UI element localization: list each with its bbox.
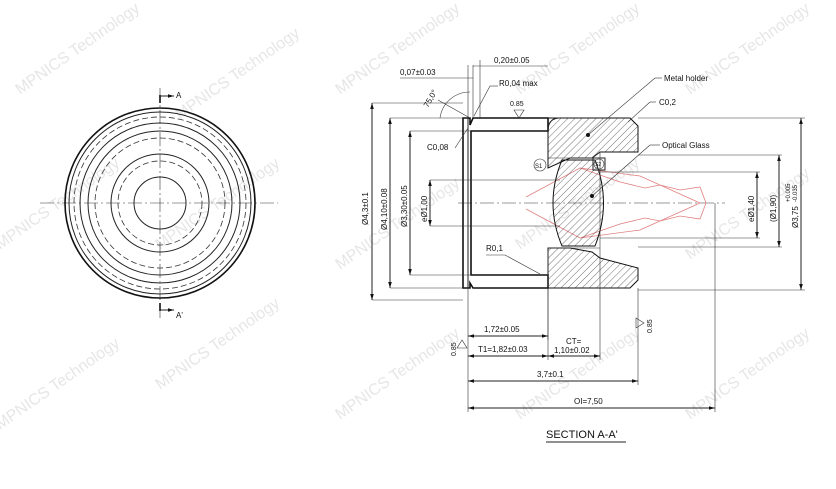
surface-s1-label: S1 [535, 164, 543, 170]
section-title: SECTION A-A' [546, 429, 618, 441]
label-metal-holder: Metal holder [664, 74, 708, 83]
dim-e140: eØ1,40 [747, 195, 756, 222]
dim-e100: eØ1,00 [420, 195, 429, 222]
label-c008: C0,08 [427, 143, 449, 152]
label-r004: R0,04 max [499, 79, 538, 88]
dim-d410: Ø4,10±0.08 [380, 188, 389, 230]
front-view: A A' [40, 88, 278, 320]
section-mark-bottom: A' [176, 311, 183, 320]
dim-37: 3,7±0.1 [537, 370, 564, 379]
ray-trace [525, 167, 707, 239]
dim-d43: Ø4,3±0.1 [361, 192, 370, 225]
dim-d330: Ø3,30±0.05 [400, 185, 409, 227]
dim-d375: Ø3,75 [791, 206, 800, 228]
roughness-symbol-right: 0.85 [647, 319, 654, 333]
metal-holder-lower [547, 247, 639, 289]
surface-s2-label: S2 [595, 162, 601, 168]
optical-glass-lens [552, 159, 604, 247]
label-c02: C0,2 [659, 98, 676, 107]
watermark-text: MPNICS Technology [0, 335, 123, 433]
watermark-text: MPNICS Technology [333, 0, 463, 98]
label-r01: R0,1 [486, 244, 503, 253]
section-mark-top: A [176, 91, 182, 100]
dim-oi: OI=7,50 [574, 397, 603, 406]
dim-007: 0,07±0.03 [400, 68, 436, 77]
watermark-text: MPNICS Technology [173, 25, 303, 123]
watermark-text: MPNICS Technology [683, 0, 813, 98]
dim-d375-tol-bot: -0.035 [793, 184, 799, 202]
dim-ct-label: CT= [566, 337, 582, 346]
roughness-symbol-top: 0.85 [510, 101, 524, 108]
metal-holder-upper [547, 117, 639, 169]
dim-ct-value: 1,10±0.02 [554, 346, 590, 355]
watermark-text: MPNICS Technology [333, 325, 463, 423]
watermark-text: MPNICS Technology [683, 325, 813, 423]
dim-t1: T1=1,82±0.03 [478, 345, 528, 354]
watermark-text: MPNICS Technology [13, 0, 143, 98]
section-view: S1 S2 Metal holder C0,2 Optical Glass R0… [361, 56, 805, 443]
dim-d190: (Ø1,90) [769, 195, 778, 222]
dim-020: 0,20±0.05 [494, 56, 530, 65]
label-optical-glass: Optical Glass [662, 141, 710, 150]
roughness-symbol-left: 0.85 [451, 342, 458, 356]
watermark-text: MPNICS Technology [333, 175, 463, 273]
label-angle: 75,0° [422, 88, 439, 109]
watermark-text: MPNICS Technology [153, 155, 283, 253]
dim-172: 1,72±0.05 [484, 325, 520, 334]
dim-d375-tol-top: +0.005 [786, 183, 792, 202]
